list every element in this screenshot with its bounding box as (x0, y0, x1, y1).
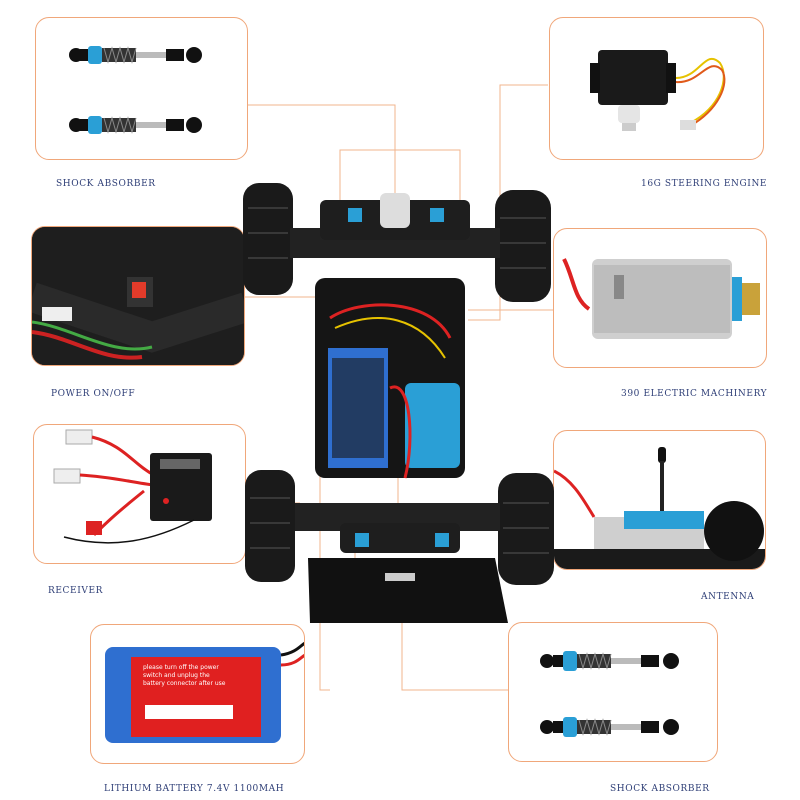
antenna-image (554, 447, 765, 569)
power-switch-panel (31, 226, 245, 366)
receiver-panel (33, 424, 246, 564)
battery-image: please turn off the power switch and unp… (105, 641, 304, 743)
power-switch-label: POWER ON/OFF (51, 389, 136, 399)
antenna-icon (660, 461, 664, 541)
receiver-label: RECEIVER (48, 586, 104, 596)
shock-absorber-pair-image-bottom (540, 651, 679, 737)
receiver-image (53, 429, 212, 544)
motor-image (562, 258, 760, 339)
shock-absorber-icon (540, 717, 679, 737)
rear-wing (308, 558, 508, 623)
rc-car-chassis-image (243, 183, 554, 623)
shock-absorber-top-panel (35, 17, 248, 160)
rear-right-wheel (498, 473, 554, 585)
shock-absorber-bottom-label: SHOCK ABSORBER (610, 784, 710, 794)
battery-label: LITHIUM BATTERY 7.4V 1100MAH (104, 784, 285, 794)
servo-image (590, 50, 726, 131)
steering-engine-panel (549, 17, 764, 160)
shock-absorber-icon (69, 46, 202, 64)
battery-sticker-line3: battery connector after use (143, 680, 226, 687)
electric-machinery-panel (553, 228, 767, 368)
rear-left-wheel (245, 470, 295, 582)
shock-absorber-top-label: SHOCK ABSORBER (56, 179, 156, 189)
antenna-label: ANTENNA (701, 592, 755, 602)
battery-sticker-line1: please turn off the power (143, 664, 219, 671)
battery-panel: please turn off the power switch and unp… (90, 624, 305, 764)
front-left-wheel (243, 183, 293, 295)
power-switch-image (32, 227, 244, 365)
switch-icon (132, 282, 146, 298)
electric-machinery-label: 390 ELECTRIC MACHINERY (621, 389, 768, 399)
shock-absorber-icon (540, 651, 679, 671)
antenna-panel (553, 430, 766, 570)
battery-sticker-line2: switch and unplug the (143, 672, 210, 679)
steering-engine-label: 16G STEERING ENGINE (641, 179, 768, 189)
front-right-wheel (495, 190, 551, 302)
shock-absorber-pair-image (69, 46, 202, 134)
shock-absorber-bottom-panel (508, 622, 718, 762)
shock-absorber-icon (69, 116, 202, 134)
chassis-motor (405, 383, 460, 468)
